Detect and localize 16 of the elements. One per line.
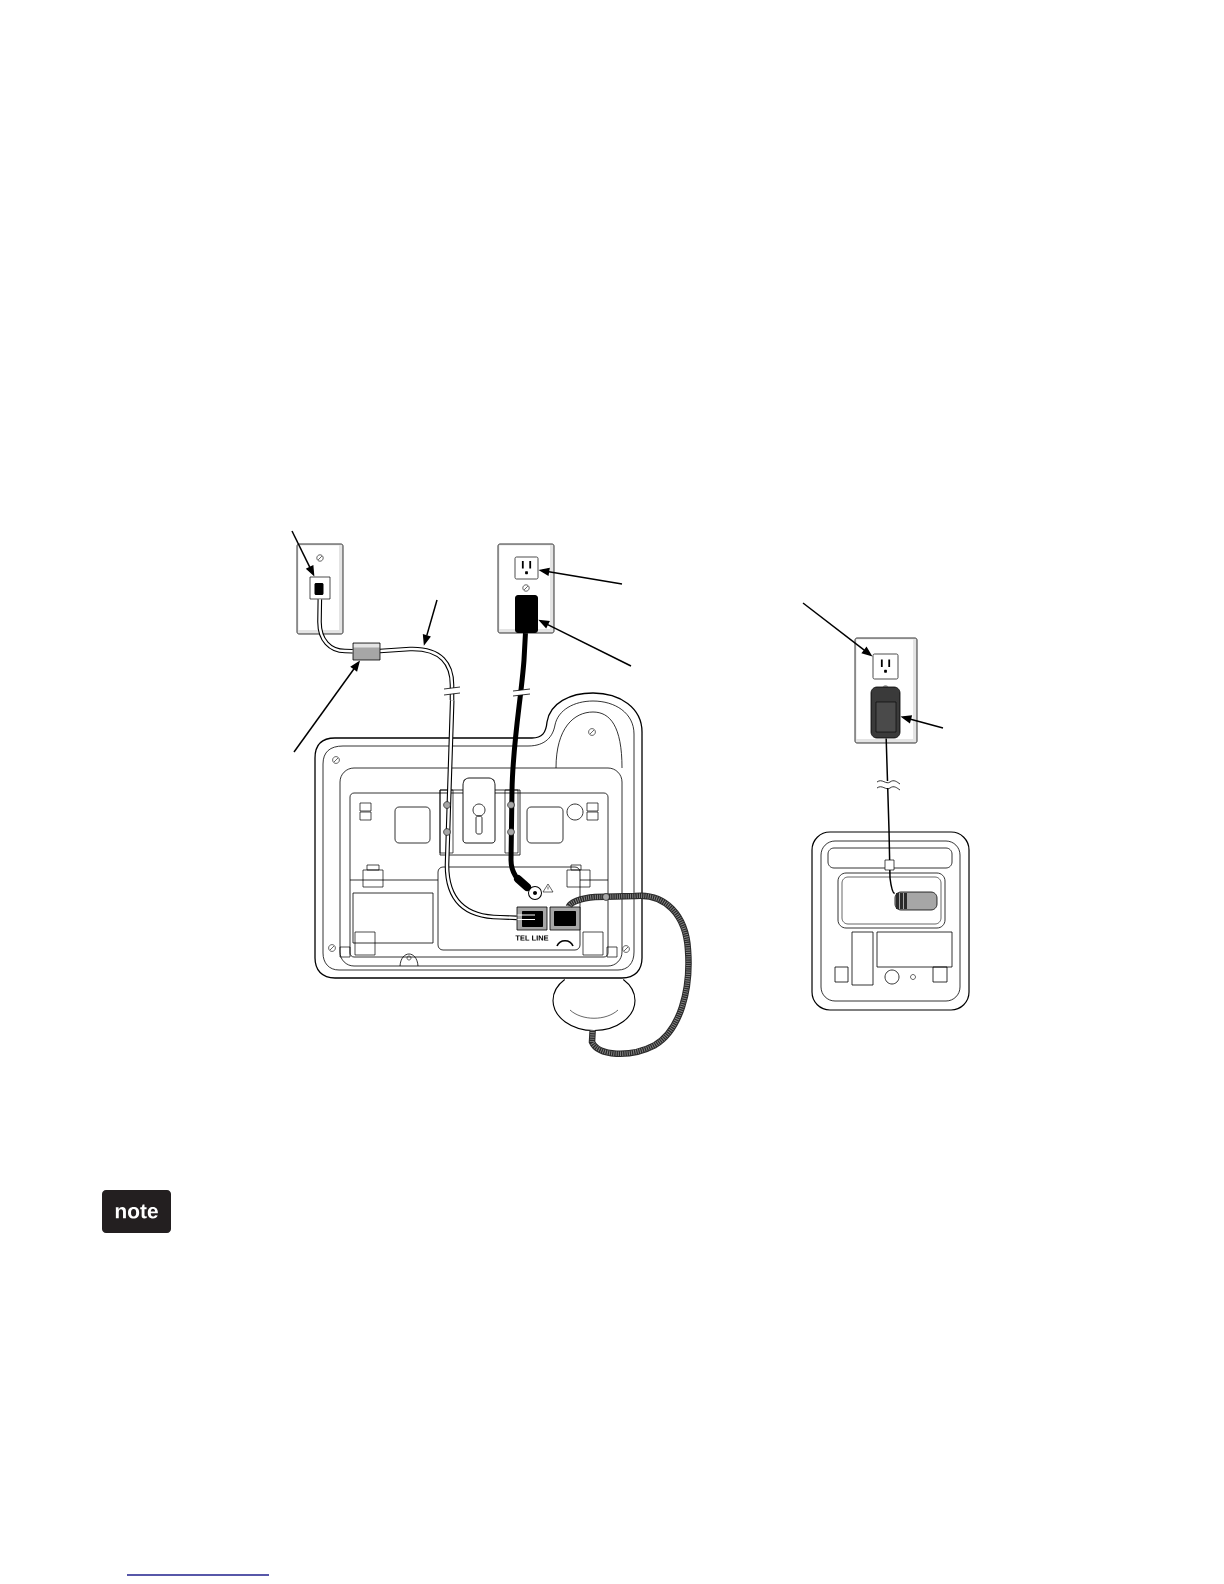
- coiled-cord: [566, 892, 692, 1057]
- phone-jack: [549, 906, 581, 931]
- phone-jack: [516, 906, 548, 931]
- line-filter: [352, 642, 381, 661]
- power-adapter: [515, 595, 538, 633]
- line-cord: [317, 599, 353, 654]
- line-cord: [379, 646, 461, 700]
- phone-wall-jack: [309, 576, 331, 600]
- handset: [552, 978, 636, 1032]
- power-adapter: [870, 685, 901, 739]
- power-outlet: [872, 653, 899, 680]
- power-cord: [885, 737, 896, 895]
- line-cord: [444, 700, 517, 921]
- note-badge: note: [102, 1190, 171, 1233]
- power-outlet: [514, 556, 539, 580]
- charger-plug: [894, 891, 938, 911]
